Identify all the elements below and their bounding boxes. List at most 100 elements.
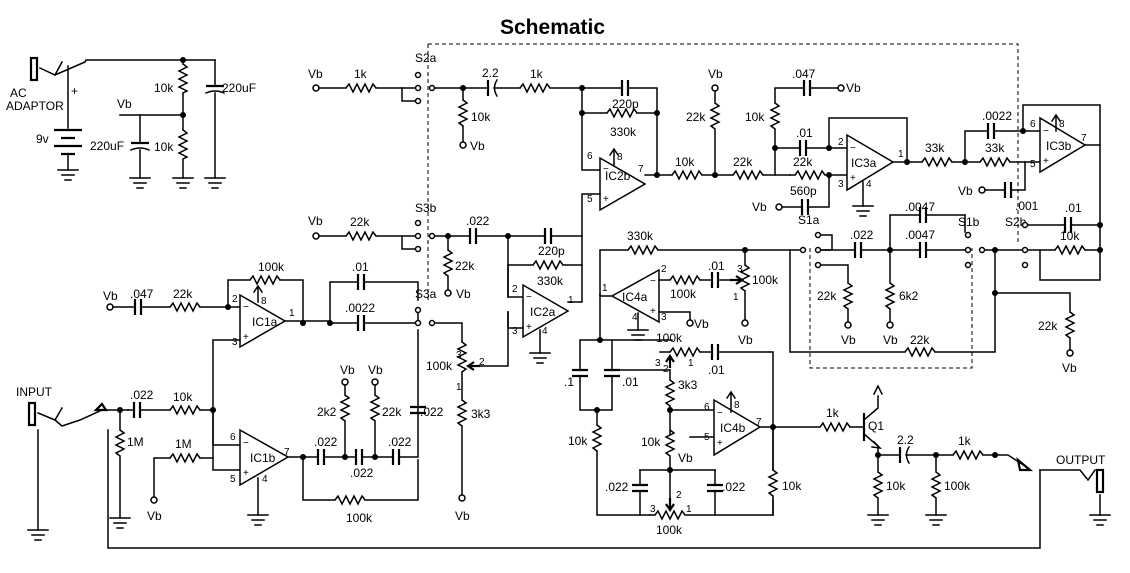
ic2b-section: Vb 1k S2a 10k Vb 2.2 1k 220 [308,51,791,237]
svg-text:+: + [650,306,656,317]
ground-symbol [57,169,79,181]
svg-text:330k: 330k [537,274,564,288]
svg-text:2: 2 [661,264,667,275]
svg-text:S2a: S2a [415,51,437,65]
switch-enclosure-s1 [809,248,973,369]
ground-symbol [1089,514,1111,526]
svg-text:100k: 100k [346,511,373,525]
svg-text:IC4a: IC4a [622,290,648,304]
switch-enclosure-top [428,43,1019,245]
svg-text:Q1: Q1 [868,419,884,433]
ic4a-section: 330k IC4a − + 1 2 3 4 100k .01 Vb 3 1 10… [599,229,791,347]
svg-text:S3b: S3b [415,201,437,215]
svg-text:IC2b: IC2b [605,169,631,183]
svg-text:220p: 220p [612,97,639,111]
input-label: INPUT [16,385,53,399]
svg-text:3: 3 [512,326,518,337]
ground-symbol [627,329,649,341]
input-jack [27,401,37,427]
ground-symbol [204,177,226,189]
svg-text:22k: 22k [350,215,370,229]
svg-text:10k: 10k [745,110,765,124]
svg-text:4: 4 [262,474,268,485]
svg-text:S2b: S2b [1005,215,1027,229]
svg-text:10k: 10k [471,110,491,124]
svg-text:.0022: .0022 [345,301,375,315]
svg-text:2k2: 2k2 [317,405,337,419]
plus-sign: + [71,84,78,98]
svg-text:Vb: Vb [841,333,856,347]
svg-text:10k: 10k [641,435,661,449]
schematic-title: Schematic [500,16,605,39]
svg-text:Vb: Vb [456,287,471,301]
svg-text:10k: 10k [886,479,906,493]
svg-text:22k: 22k [1038,319,1058,333]
resistor [177,129,189,160]
svg-text:100k: 100k [944,479,971,493]
svg-text:S1b: S1b [958,215,980,229]
s1-section: S1a .022 .0047 .0047 S1b 22k Vb 6k2 [789,200,1077,375]
svg-text:1: 1 [898,149,904,160]
opamp-ic1a [239,293,287,349]
output-section: 1k Q1 10k 2.2 100k 1k OUTPUT [819,384,1111,526]
svg-text:7: 7 [756,417,762,428]
svg-text:1k: 1k [958,434,972,448]
svg-text:6k2: 6k2 [899,289,919,303]
svg-text:3k3: 3k3 [471,407,491,421]
ground-symbol [867,514,889,526]
svg-text:.022: .022 [420,405,444,419]
svg-text:5: 5 [587,194,593,205]
svg-text:220p: 220p [538,244,565,258]
svg-text:1k: 1k [354,67,368,81]
ic4b-section: .1 .01 10k 100k 3 1 2 .01 3k3 10k Vb [564,294,821,537]
svg-text:6: 6 [587,151,593,162]
svg-text:−: − [650,276,656,287]
svg-text:22k: 22k [910,333,930,347]
svg-text:.01: .01 [796,126,813,140]
ground-symbol [129,177,151,189]
ic1-section: Vb .047 22k IC1a − + 2 3 1 8 100k .01 [103,260,444,526]
opamp-ic4b [713,398,762,457]
svg-text:6: 6 [230,432,236,443]
ac-adaptor-label-line1: AC [10,86,27,100]
svg-text:1: 1 [568,295,574,306]
opamp-ic2a [522,283,570,339]
svg-text:IC1b: IC1b [250,451,276,465]
svg-text:330k: 330k [610,125,637,139]
svg-text:10k: 10k [173,390,193,404]
svg-text:−: − [717,408,723,419]
svg-text:S3a: S3a [415,287,437,301]
svg-text:IC4b: IC4b [720,421,746,435]
svg-text:IC2a: IC2a [530,305,556,319]
battery-label: 9v [36,132,49,146]
svg-text:+: + [243,332,249,343]
svg-text:.001: .001 [1015,199,1039,213]
svg-text:.0047: .0047 [905,200,935,214]
svg-text:IC3a: IC3a [851,156,877,170]
ic3b-section: .0022 33k IC3b − + 6 5 7 8 Vb .001 S2b .… [958,104,1103,281]
svg-text:5: 5 [230,474,236,485]
ic2a-section: IC2a − + 2 3 4 1 330k 220p [507,228,583,364]
svg-text:7: 7 [638,164,644,175]
svg-text:.022: .022 [314,435,338,449]
svg-text:220uF: 220uF [222,81,256,95]
svg-text:+: + [243,468,249,479]
svg-text:1: 1 [289,308,295,319]
output-jack [1095,468,1105,494]
svg-text:2: 2 [663,364,669,375]
svg-text:100k: 100k [656,331,683,345]
svg-text:100k: 100k [426,359,453,373]
svg-text:8: 8 [734,400,740,411]
svg-text:Vb: Vb [738,333,753,347]
svg-text:3: 3 [650,504,656,515]
ground-symbol [852,205,874,217]
svg-text:+: + [526,322,532,333]
opamp-ic2b [599,156,647,212]
svg-text:IC3b: IC3b [1046,139,1072,153]
svg-text:Vb: Vb [308,214,323,228]
svg-text:10k: 10k [675,155,695,169]
svg-text:+: + [603,194,609,205]
svg-text:.01: .01 [352,260,369,274]
svg-text:Vb: Vb [147,509,162,523]
svg-text:Vb: Vb [308,67,323,81]
